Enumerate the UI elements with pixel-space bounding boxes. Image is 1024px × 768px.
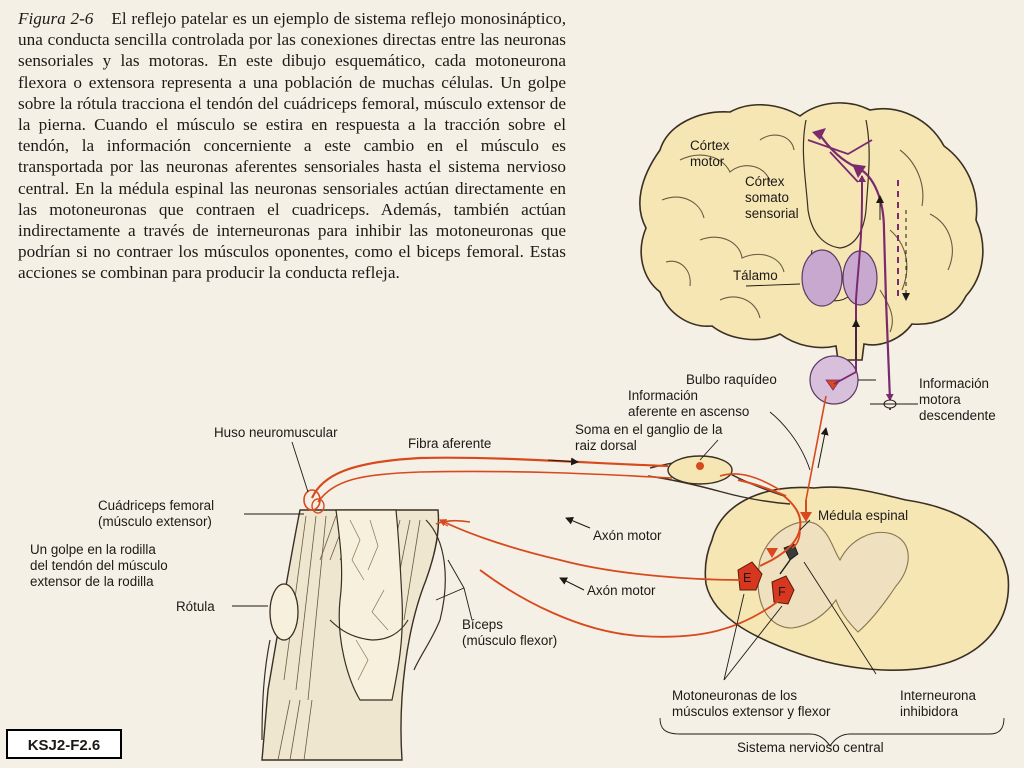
label-inter-1: Interneurona (900, 688, 976, 703)
leg-section (261, 489, 471, 761)
label-rotula: Rótula (176, 599, 215, 614)
label-inter-2: inhibidora (900, 704, 959, 719)
patella (269, 583, 299, 641)
label-golpe-2: del tendón del músculo (30, 558, 168, 573)
label-cortex-sens-2: somato (745, 190, 789, 205)
label-fibra: Fibra aferente (408, 436, 491, 451)
caption-text: El reflejo patelar es un ejemplo de sist… (18, 9, 566, 283)
spinal-cord-section (439, 395, 1010, 671)
knee-joint (329, 619, 409, 641)
femur (335, 509, 403, 701)
label-info-desc-3: descendente (919, 408, 996, 423)
label-medula: Médula espinal (818, 508, 908, 523)
label-bulbo: Bulbo raquídeo (686, 372, 777, 387)
figure-label: Figura 2-6 (18, 9, 94, 28)
leader-lines (232, 283, 1005, 747)
label-biceps-1: Bíceps (462, 617, 503, 632)
label-info-asc-2: aferente en ascenso (628, 404, 749, 419)
afferent-fiber (310, 456, 669, 499)
thalamus-left (801, 249, 843, 307)
label-snc: Sistema nervioso central (737, 740, 884, 755)
label-cortex-motor-1: Córtex (690, 138, 730, 153)
label-cortex-sens-1: Córtex (745, 174, 785, 189)
biceps-muscle (413, 519, 446, 671)
label-huso: Huso neuromuscular (214, 425, 338, 440)
label-golpe-1: Un golpe en la rodilla (30, 542, 156, 557)
label-soma-1: Soma en el ganglio de la (575, 422, 723, 437)
label-info-desc-2: motora (919, 392, 961, 407)
muscle-spindle (303, 489, 325, 514)
brain-folds (661, 134, 953, 333)
label-biceps-2: (músculo flexor) (462, 633, 557, 648)
label-axon-2: Axón motor (587, 583, 656, 598)
ascending-brain-path (855, 175, 866, 372)
label-quad-2: (músculo extensor) (98, 514, 212, 529)
neuron-f (771, 575, 795, 605)
label-soma-2: raiz dorsal (575, 438, 637, 453)
label-neuron-f: F (778, 585, 786, 599)
label-quad-1: Cuádriceps femoral (98, 498, 214, 513)
label-thalamus: Tálamo (733, 268, 778, 283)
label-info-desc-1: Información (919, 376, 989, 391)
label-cortex-sens-3: sensorial (745, 206, 799, 221)
label-info-asc-1: Información (628, 388, 698, 403)
label-golpe-3: extensor de la rodilla (30, 574, 154, 589)
figure-tag: KSJ2-F2.6 (6, 729, 122, 759)
label-cortex-motor-2: motor (690, 154, 725, 169)
neuron-e (737, 561, 763, 591)
label-moto-1: Motoneuronas de los (672, 688, 797, 703)
motor-axon-extensor (439, 519, 741, 581)
label-neuron-e: E (743, 571, 751, 585)
label-axon-1: Axón motor (593, 528, 662, 543)
label-moto-2: músculos extensor y flexor (672, 704, 831, 719)
motor-axon-flexor (479, 569, 781, 638)
brain-section (639, 102, 984, 410)
